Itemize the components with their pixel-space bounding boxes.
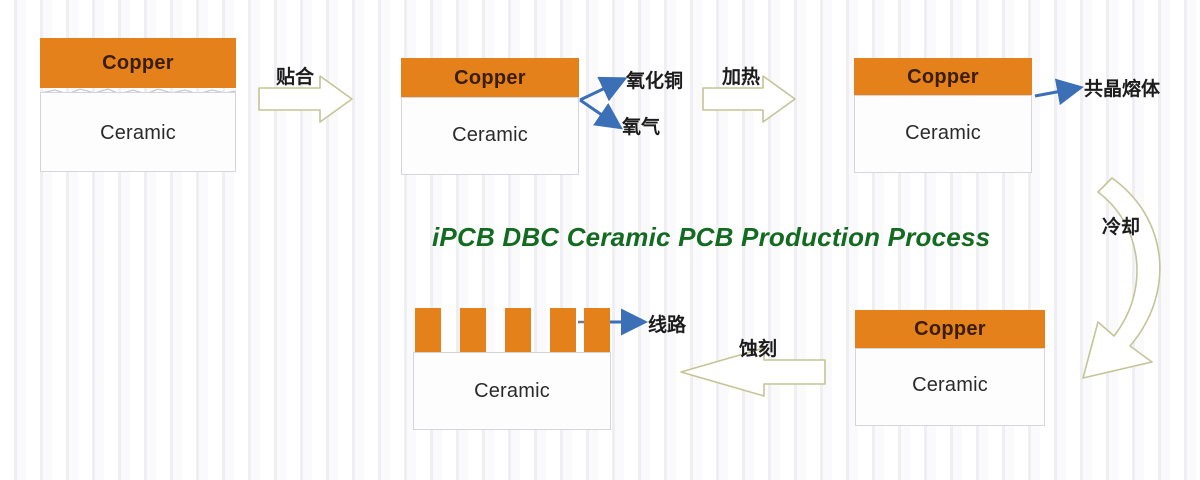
copper-layer: Copper [401,58,579,98]
copper-layer: Copper [855,310,1045,348]
ceramic-layer [40,92,236,172]
copper-trace [505,308,531,352]
heating-arrow-label: 加热 [722,66,761,88]
ceramic-label: Ceramic [912,374,988,396]
ceramic-label: Ceramic [100,122,176,144]
copper-layer: Copper [854,58,1032,96]
copper-label: Copper [907,65,979,88]
circuit-trace-label: 线路 [648,314,687,336]
copper-label: Copper [102,51,174,74]
copper-label: Copper [914,317,986,340]
ceramic-label: Ceramic [452,124,528,146]
cooling-arrow-shape [1082,177,1161,379]
ceramic-layer [854,95,1032,173]
ceramic-label: Ceramic [474,380,550,402]
etching-arrow-label: 蚀刻 [739,338,778,360]
bonding-arrow-label: 贴合 [276,66,315,88]
oxygen-label: 氧气 [622,116,661,138]
copper-trace [460,308,486,352]
copper-oxide-arrow [579,76,628,102]
copper-layer: Copper [40,38,236,88]
ceramic-label: Ceramic [905,122,981,144]
page-title: iPCB DBC Ceramic PCB Production Process [432,222,991,252]
copper-trace [584,308,610,352]
eutectic-melt-arrow [1034,78,1084,106]
ceramic-layer [413,352,611,430]
oxygen-arrow [579,98,623,130]
eutectic-melt-label: 共晶熔体 [1084,78,1161,100]
copper-label: Copper [454,66,526,89]
ceramic-layer [855,348,1045,426]
copper-oxide-label: 氧化铜 [626,70,684,92]
copper-trace [415,308,441,352]
ceramic-layer [401,97,579,175]
cooling-arrow-label: 冷却 [1102,216,1141,238]
copper-trace [550,308,576,352]
